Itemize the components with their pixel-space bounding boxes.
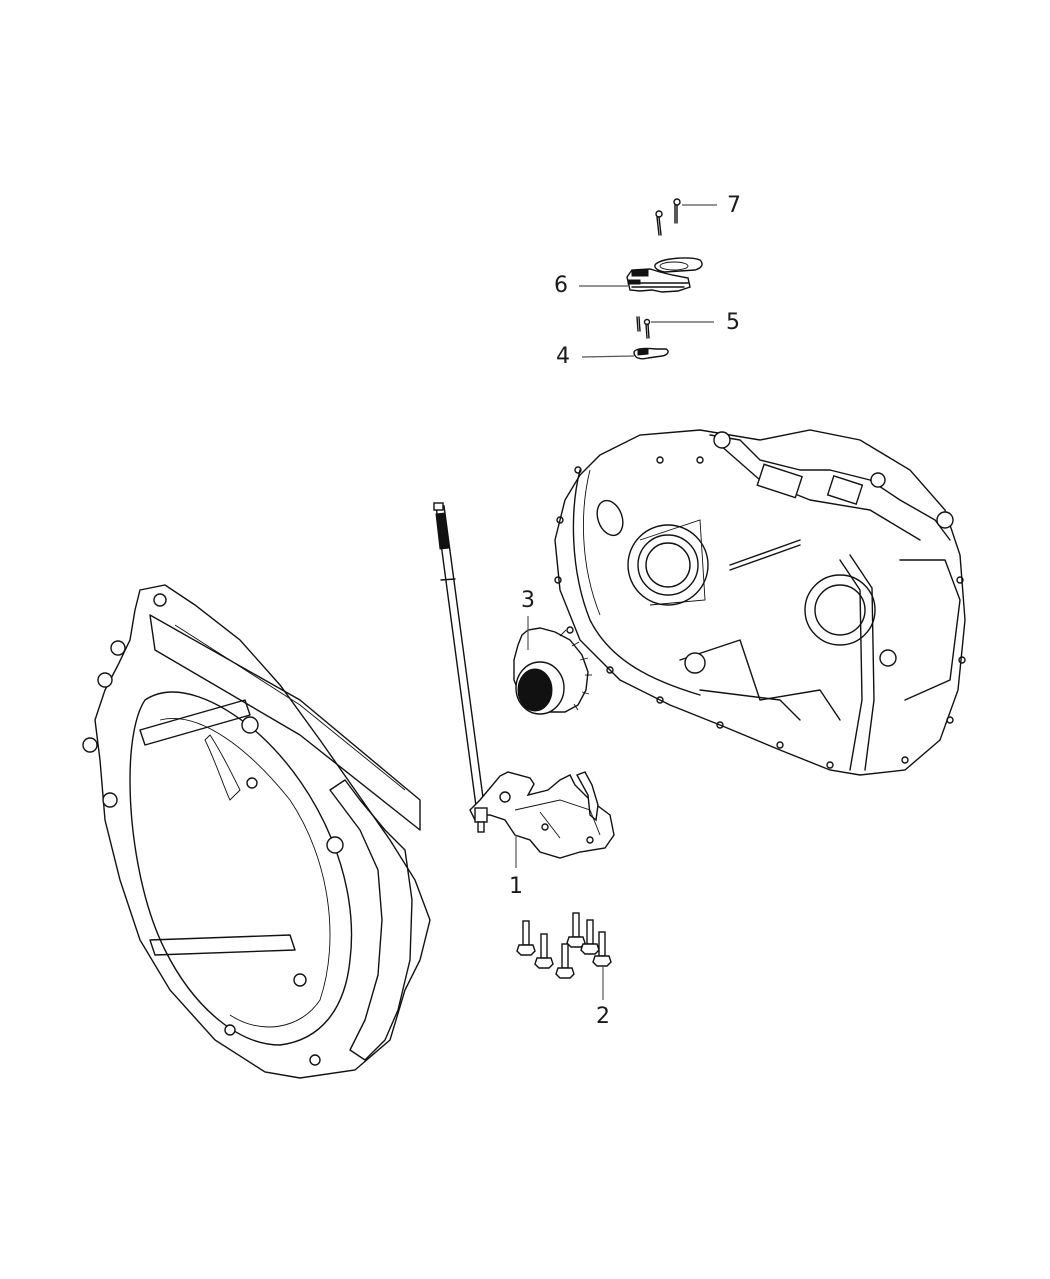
shift-shaft — [433, 502, 485, 807]
part-1-lever-assembly — [469, 771, 615, 868]
part-7-screws — [655, 198, 717, 236]
callout-4: 4 — [556, 344, 570, 369]
part-4-bracket — [581, 347, 669, 360]
part-6-cover — [579, 257, 703, 293]
callout-1: 1 — [509, 874, 523, 899]
part-2-bolts — [516, 912, 612, 1000]
callout-5: 5 — [726, 310, 740, 335]
callout-6: 6 — [554, 273, 568, 298]
transmission-case — [554, 429, 966, 776]
callout-7: 7 — [727, 193, 741, 218]
clutch-housing — [82, 584, 431, 1079]
part-5-screws — [636, 316, 714, 339]
callout-2: 2 — [596, 1004, 610, 1029]
callout-3: 3 — [521, 588, 535, 613]
part-3-gear — [513, 616, 592, 715]
